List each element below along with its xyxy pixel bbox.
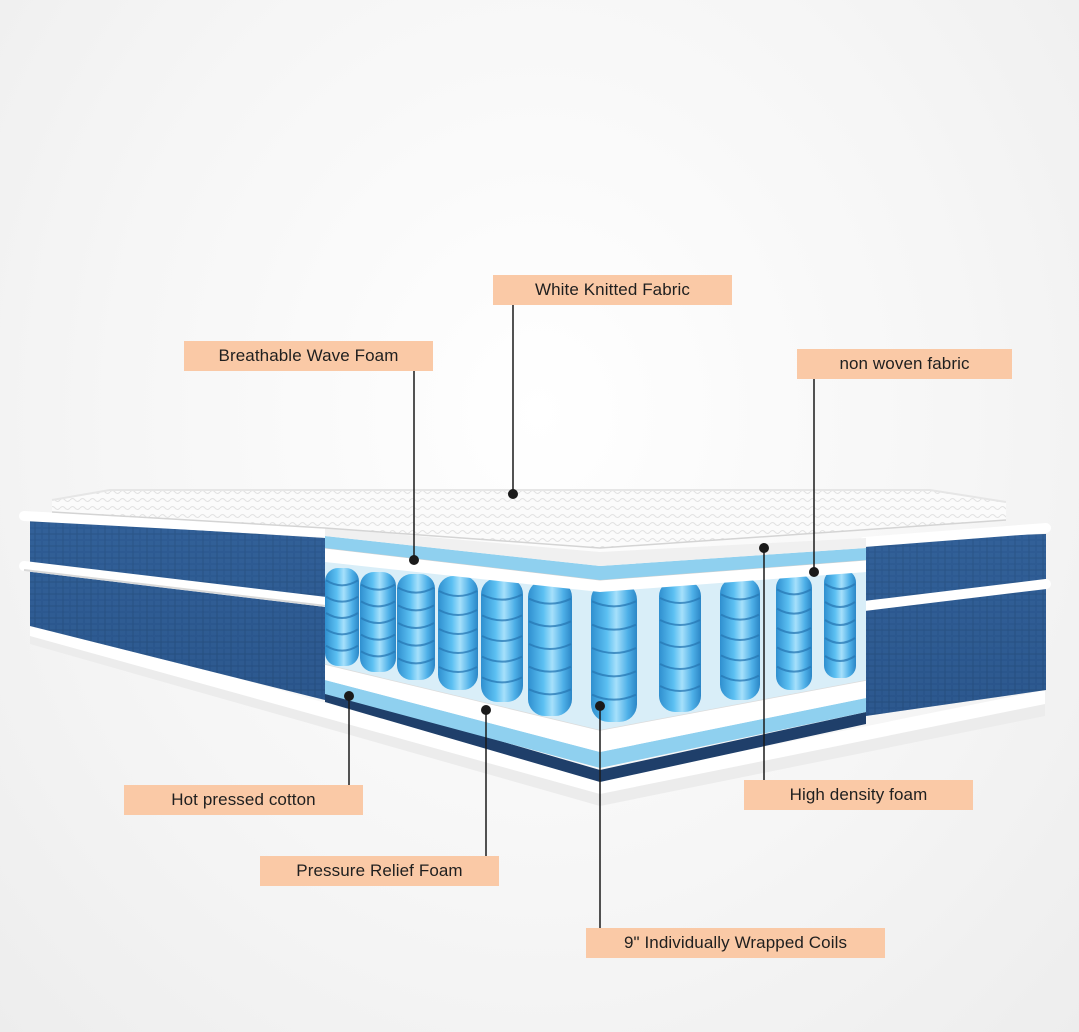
dot-breathable-wave-foam <box>409 555 419 565</box>
callout-white-knitted-fabric: White Knitted Fabric <box>493 275 732 305</box>
coil <box>438 576 478 690</box>
callout-pressure-relief-foam: Pressure Relief Foam <box>260 856 499 886</box>
callout-non-woven-fabric: non woven fabric <box>797 349 1012 379</box>
coil <box>360 572 396 672</box>
coil <box>481 578 523 702</box>
callout-individually-wrapped-coils: 9" Individually Wrapped Coils <box>586 928 885 958</box>
callout-high-density-foam: High density foam <box>744 780 973 810</box>
coil <box>528 580 572 716</box>
coil <box>591 582 637 722</box>
callout-breathable-wave-foam: Breathable Wave Foam <box>184 341 433 371</box>
coil <box>397 574 435 680</box>
coil <box>720 578 760 700</box>
dot-non-woven-fabric <box>809 567 819 577</box>
callout-hot-pressed-cotton: Hot pressed cotton <box>124 785 363 815</box>
coil <box>776 574 812 690</box>
dot-pressure-relief-foam <box>481 705 491 715</box>
coil <box>824 570 856 678</box>
coil <box>659 580 701 712</box>
mattress-right-side <box>864 528 1046 716</box>
dot-high-density-foam <box>759 543 769 553</box>
dot-hot-pressed-cotton <box>344 691 354 701</box>
coil <box>325 568 359 666</box>
dot-individually-wrapped-coils <box>595 701 605 711</box>
dot-white-knitted-fabric <box>508 489 518 499</box>
